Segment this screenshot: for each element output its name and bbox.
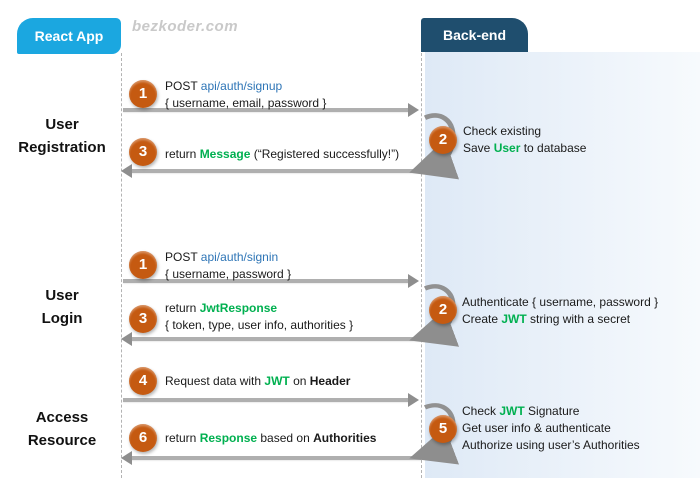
section-label-line: Access <box>35 409 89 426</box>
section-label-line: Login <box>41 310 83 327</box>
message-reg-response: return Message (“Registered successfully… <box>165 146 399 163</box>
message-line: Check existing <box>463 124 542 138</box>
plain-text: Create <box>462 312 502 326</box>
message-access-process: Check JWT Signature Get user info & auth… <box>462 403 640 454</box>
plain-text: Save <box>463 141 494 155</box>
plain-text: return <box>165 431 200 445</box>
step-badge-2-registration: 2 <box>429 126 457 154</box>
step-badge-6-access: 6 <box>129 424 157 452</box>
arrow-head <box>408 274 419 288</box>
arrow-shaft <box>123 398 409 402</box>
plain-text: string with a secret <box>526 312 631 326</box>
payload-text: { username, email, password } <box>165 96 327 110</box>
request-arrow-signin <box>123 274 419 288</box>
message-line: POST api/auth/signup <box>165 78 326 95</box>
plain-text: Request data with <box>165 374 265 388</box>
keyword-text: JWT <box>499 404 525 418</box>
request-arrow-signup <box>123 103 419 117</box>
arrow-shaft <box>131 337 421 341</box>
section-label-line: Resource <box>27 432 97 449</box>
plain-text: Check <box>462 404 500 418</box>
arrow-shaft <box>123 108 409 112</box>
arrow-head <box>408 393 419 407</box>
emphasis-text: Header <box>309 374 351 388</box>
step-badge-3-registration: 3 <box>129 138 157 166</box>
arrow-head <box>121 451 132 465</box>
arrow-shaft <box>131 456 421 460</box>
watermark-text: bezkoder.com <box>132 18 239 35</box>
plain-text: return <box>165 301 200 315</box>
keyword-text: JWT <box>264 374 290 388</box>
emphasis-text: Authorities <box>313 431 377 445</box>
arrow-head <box>121 164 132 178</box>
http-method: POST <box>165 250 201 264</box>
message-line: Create JWT string with a secret <box>462 311 658 328</box>
keyword-text: JWT <box>501 312 527 326</box>
backend-lifeline <box>421 53 422 478</box>
step-badge-2-login: 2 <box>429 296 457 324</box>
response-arrow-resource <box>121 451 421 465</box>
message-line: Authorize using user’s Authorities <box>462 438 640 452</box>
payload-text: { token, type, user info, authorities } <box>165 318 354 332</box>
keyword-text: JwtResponse <box>199 301 278 315</box>
message-line: Save User to database <box>463 140 586 157</box>
endpoint-text: api/auth/signin <box>200 250 279 264</box>
step-badge-1-registration: 1 <box>129 80 157 108</box>
section-label-line: Registration <box>18 139 106 156</box>
plain-text: (“Registered successfully!”) <box>250 147 400 161</box>
message-line: Get user info & authenticate <box>462 421 611 435</box>
step-badge-5-access: 5 <box>429 415 457 443</box>
plain-text: Signature <box>524 404 580 418</box>
step-badge-4-access: 4 <box>129 367 157 395</box>
message-line: Request data with JWT on Header <box>165 373 350 390</box>
message-access-response: return Response based on Authorities <box>165 430 376 447</box>
section-label-access-resource: Access Resource <box>6 406 118 452</box>
actor-backend: Back-end <box>421 18 528 52</box>
arrow-head <box>121 332 132 346</box>
plain-text: based on <box>257 431 314 445</box>
actor-backend-label: Back-end <box>442 27 507 43</box>
section-label-line: User <box>45 116 79 133</box>
message-reg-request: POST api/auth/signup { username, email, … <box>165 78 326 112</box>
keyword-text: Message <box>199 147 251 161</box>
message-line: Authenticate { username, password } <box>462 295 659 309</box>
response-arrow-message <box>121 164 421 178</box>
message-line: return Response based on Authorities <box>165 430 376 447</box>
section-label-user-registration: User Registration <box>6 113 118 159</box>
message-login-response: return JwtResponse { token, type, user i… <box>165 300 353 334</box>
step-badge-3-login: 3 <box>129 305 157 333</box>
step-badge-1-login: 1 <box>129 251 157 279</box>
keyword-text: User <box>493 141 521 155</box>
payload-text: { username, password } <box>165 267 292 281</box>
request-arrow-data <box>123 393 419 407</box>
keyword-text: Response <box>199 431 258 445</box>
plain-text: on <box>289 374 310 388</box>
arrow-head <box>408 103 419 117</box>
message-login-request: POST api/auth/signin { username, passwor… <box>165 249 291 283</box>
plain-text: return <box>165 147 200 161</box>
section-label-line: User <box>45 287 79 304</box>
actor-react-app-label: React App <box>34 28 104 44</box>
section-label-user-login: User Login <box>6 284 118 330</box>
message-line: return JwtResponse <box>165 300 353 317</box>
backend-activation-panel <box>425 52 700 478</box>
http-method: POST <box>165 79 201 93</box>
arrow-shaft <box>131 169 421 173</box>
arrow-shaft <box>123 279 409 283</box>
response-arrow-jwt <box>121 332 421 346</box>
message-login-process: Authenticate { username, password } Crea… <box>462 294 658 328</box>
actor-react-app: React App <box>17 18 121 54</box>
endpoint-text: api/auth/signup <box>200 79 283 93</box>
message-line: POST api/auth/signin <box>165 249 291 266</box>
message-access-request: Request data with JWT on Header <box>165 373 350 390</box>
message-line: return Message (“Registered successfully… <box>165 146 399 163</box>
message-reg-process: Check existing Save User to database <box>463 123 586 157</box>
message-line: Check JWT Signature <box>462 403 640 420</box>
plain-text: to database <box>520 141 587 155</box>
react-app-lifeline <box>121 53 122 478</box>
